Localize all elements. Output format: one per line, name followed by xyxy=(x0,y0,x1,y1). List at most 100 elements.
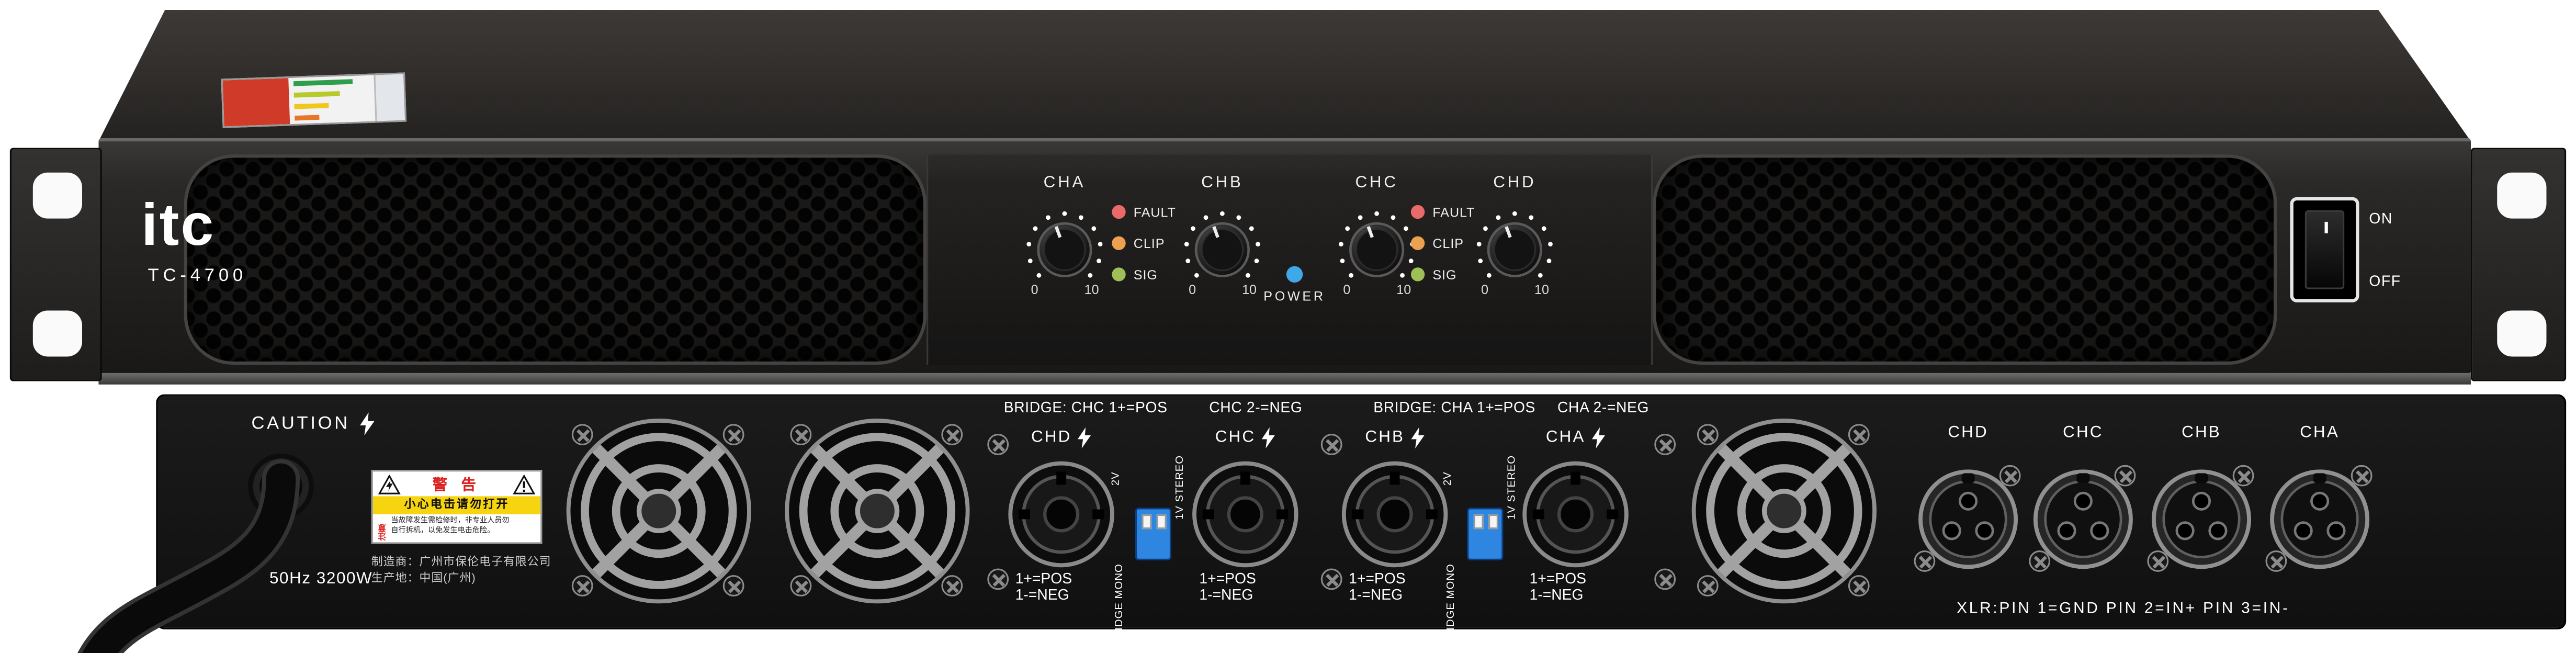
warning-title: 警 告 xyxy=(432,476,481,493)
warning-note-line1: 当故障发生需检修时，非专业人员勿 xyxy=(391,516,510,524)
screw xyxy=(2351,465,2372,487)
mode-dip-switch[interactable] xyxy=(1467,508,1504,560)
knob-scale-min: 0 xyxy=(1189,283,1196,298)
clip-led-row: CLIP xyxy=(1111,235,1186,251)
screw xyxy=(571,575,593,596)
gain-knob-chd[interactable] xyxy=(1468,204,1561,296)
screw xyxy=(987,568,1009,590)
channel-label-chd: CHD xyxy=(1493,174,1536,193)
warning-subtitle: 小心电击请勿打开 xyxy=(372,496,541,514)
channel-label-cha: CHA xyxy=(1043,174,1086,193)
speakon-connector-chd xyxy=(1005,458,1117,570)
screw xyxy=(1320,568,1342,590)
power-rocker[interactable] xyxy=(2304,210,2345,289)
chassis-top-face xyxy=(98,9,2471,142)
sticker-side-block xyxy=(374,74,405,121)
brand-logo: itc xyxy=(141,190,216,258)
power-label: POWER xyxy=(1263,289,1326,304)
screw xyxy=(941,575,963,596)
knob-icon xyxy=(1331,204,1423,296)
knob-scale-max: 10 xyxy=(1396,283,1411,298)
sticker-red-block xyxy=(222,78,289,127)
dip-toggle[interactable] xyxy=(1488,514,1498,530)
gain-knob-chc[interactable] xyxy=(1331,204,1423,296)
dip-label-1v-stereo: 1V STEREO xyxy=(1174,455,1187,520)
power-led-icon xyxy=(1286,266,1303,283)
gain-knob-cha[interactable] xyxy=(1019,204,1111,296)
screw xyxy=(722,575,744,596)
screw xyxy=(1848,575,1870,596)
screw xyxy=(2114,465,2136,487)
sig-led-label: SIG xyxy=(1432,267,1457,282)
electric-shock-warning-label: 警 告 小心电击请勿打开 注意 当故障发生需检修时，非专业人员勿 自行拆机，以免… xyxy=(371,470,543,544)
fault-led-icon xyxy=(1112,205,1126,219)
rack-mount-hole xyxy=(32,172,83,219)
screw xyxy=(2232,465,2254,487)
bridge-label-cha-left: BRIDGE: CHA 1+=POS xyxy=(1373,399,1536,416)
mode-dip-switch[interactable] xyxy=(1135,508,1172,560)
knob-scale-min: 0 xyxy=(1481,283,1489,298)
lightning-bolt-icon xyxy=(1592,427,1606,448)
knob-icon xyxy=(1019,204,1111,296)
dip-toggle[interactable] xyxy=(1142,514,1152,530)
speakon-icon xyxy=(1190,458,1302,570)
rack-mount-hole xyxy=(2497,310,2547,357)
speakon-icon xyxy=(1520,458,1632,570)
speakon-connector-chb xyxy=(1339,458,1451,570)
attention-label: 注意 xyxy=(378,524,388,541)
power-cord xyxy=(77,459,300,653)
model-number: TC-4700 xyxy=(148,266,247,286)
warning-notes: 注意 当故障发生需检修时，非专业人员勿 自行拆机，以免发生电击危险。 xyxy=(372,514,541,543)
manufacturer-text: 制造商：广州市保伦电子有限公司 xyxy=(371,557,551,569)
speakon-icon xyxy=(1005,458,1117,570)
knob-scale-max: 10 xyxy=(1084,283,1099,298)
dip-label-1v-stereo: 1V STEREO xyxy=(1506,455,1518,520)
screw xyxy=(2147,550,2169,572)
speakon-pins-cha: 1+=POS 1-=NEG xyxy=(1529,570,1587,603)
dip-label-2v: 2V xyxy=(1442,471,1454,486)
xlr-label-chc: CHC xyxy=(2063,424,2104,442)
bridge-label-chc-right: CHC 2-=NEG xyxy=(1209,399,1303,416)
fan-guard-icon xyxy=(784,418,971,605)
ventilation-grille-right xyxy=(1653,154,2277,365)
knob-scale-max: 10 xyxy=(1242,283,1257,298)
speakon-pins-chd: 1+=POS 1-=NEG xyxy=(1015,570,1072,603)
fault-led-icon xyxy=(1410,205,1425,219)
speakon-label-chb: CHB xyxy=(1346,427,1444,448)
xlr-label-chb: CHB xyxy=(2182,424,2221,442)
fan-guard-icon xyxy=(565,418,752,605)
knob-icon xyxy=(1176,204,1268,296)
front-panel: itc TC-4700 CHA 0 10 FAULT CLIP xyxy=(9,9,2567,385)
screw xyxy=(571,424,593,446)
origin-text: 生产地：中国(广州) xyxy=(371,573,476,585)
screw xyxy=(987,434,1009,455)
rack-ear-right xyxy=(2471,148,2567,381)
speakon-label-chd: CHD xyxy=(1012,427,1110,448)
power-switch[interactable] xyxy=(2290,197,2359,302)
dip-toggle[interactable] xyxy=(1156,514,1167,530)
switch-off-label: OFF xyxy=(2369,273,2401,289)
chassis-bottom-lip xyxy=(98,373,2471,385)
bridge-label-cha-right: CHA 2-=NEG xyxy=(1557,399,1649,416)
lightning-bolt-icon xyxy=(1078,427,1092,448)
screw xyxy=(722,424,744,446)
led-indicators-right: FAULT CLIP SIG xyxy=(1409,204,1485,297)
gain-knob-chb[interactable] xyxy=(1176,204,1268,296)
xlr-label-chd: CHD xyxy=(1948,424,1989,442)
rack-mount-hole xyxy=(2497,172,2547,219)
cooling-fan xyxy=(565,418,752,605)
speakon-pins-chb: 1+=POS 1-=NEG xyxy=(1349,570,1406,603)
sig-led-icon xyxy=(1112,267,1126,282)
rocker-on-mark xyxy=(2324,221,2328,233)
power-led xyxy=(1285,263,1305,292)
screw xyxy=(1697,424,1719,446)
rack-ear-left xyxy=(9,148,102,381)
sig-led-icon xyxy=(1410,267,1425,282)
dip-toggle[interactable] xyxy=(1473,514,1484,530)
speakon-label-cha: CHA xyxy=(1526,427,1624,448)
cooling-fan xyxy=(1690,418,1878,605)
screw xyxy=(1697,575,1719,596)
xlr-label-cha: CHA xyxy=(2300,424,2340,442)
clip-led-label: CLIP xyxy=(1432,235,1464,251)
